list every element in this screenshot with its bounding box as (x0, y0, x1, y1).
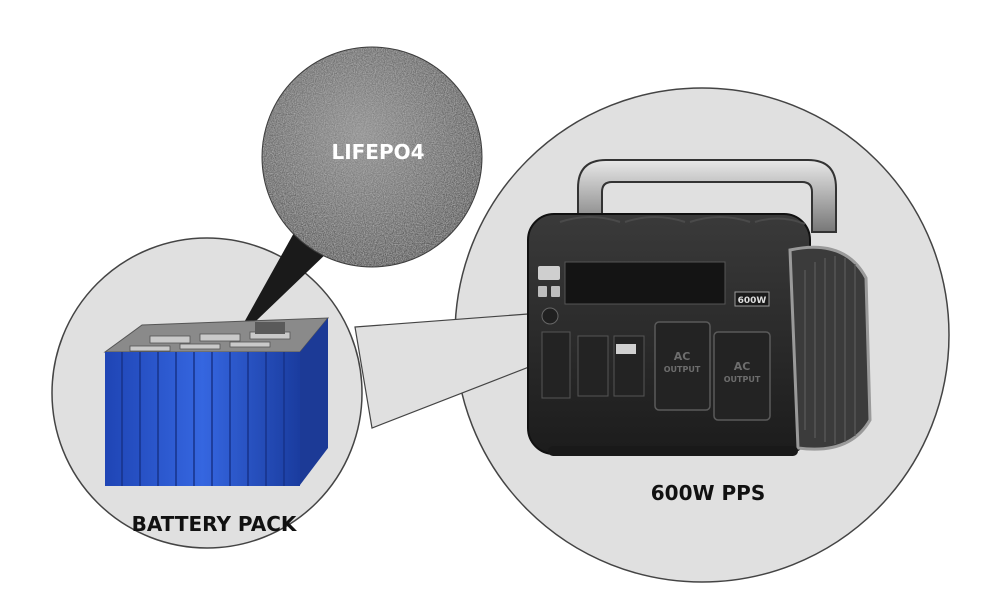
material-label: LIFEPO4 (331, 140, 424, 164)
power-station-label: 600W PPS (651, 481, 766, 505)
battery-pack-illustration (103, 317, 330, 486)
ac-port-left-label-line2: OUTPUT (664, 365, 701, 374)
ac-port-right-label-line2: OUTPUT (724, 375, 761, 384)
device-rating: 600W (738, 296, 767, 306)
callout-cone-to-battery (232, 222, 330, 344)
power-station-illustration: 600W AC OUTPUT AC OUTPUT (527, 159, 872, 456)
battery-pack-label: BATTERY PACK (132, 512, 298, 536)
ac-port-left-label-line1: AC (674, 350, 691, 363)
ac-port-right-label-line1: AC (734, 360, 751, 373)
lifepo4-powder-circle (261, 46, 483, 268)
